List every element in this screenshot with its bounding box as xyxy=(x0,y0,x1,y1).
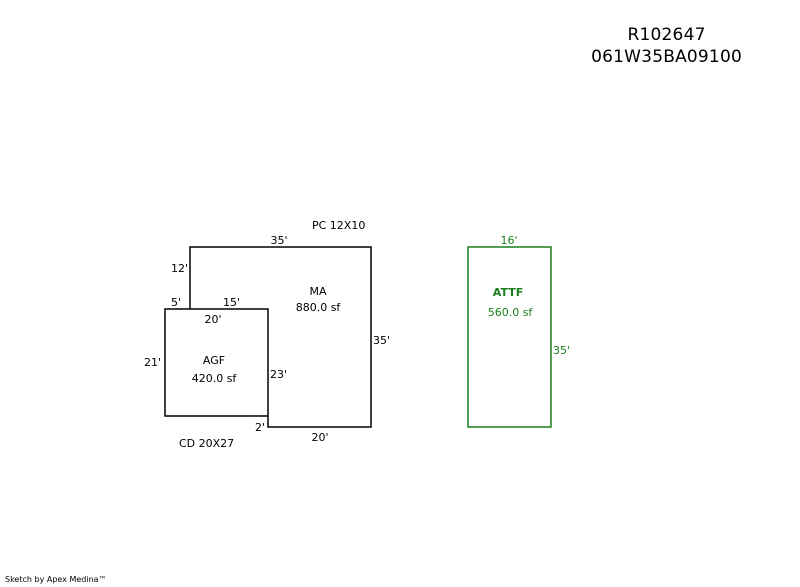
ma-outline xyxy=(189,246,372,428)
attf-label: ATTF xyxy=(493,286,523,299)
dim-ma-bottom: 20' xyxy=(311,431,328,444)
attf-area: 560.0 sf xyxy=(488,306,534,319)
map-tax-lot: 061W35BA09100 xyxy=(591,47,742,67)
ma-label: MA xyxy=(309,285,326,298)
dim-attf-top: 16' xyxy=(500,234,517,247)
cd-annotation: CD 20X27 xyxy=(179,437,234,450)
dim-ma-bottom-step: 2' xyxy=(255,421,265,434)
ma-area: 880.0 sf xyxy=(296,301,342,314)
agf-area: 420.0 sf xyxy=(192,372,238,385)
dim-ma-step: 15' xyxy=(223,296,240,309)
dim-ma-left-upper: 12' xyxy=(171,262,188,275)
dim-ma-right: 35' xyxy=(373,334,390,347)
agf-outline xyxy=(164,308,269,417)
dim-ma-top: 35' xyxy=(270,234,287,247)
dim-agf-left: 21' xyxy=(144,356,161,369)
dim-ma-lower-right: 23' xyxy=(270,368,287,381)
dim-ma-left-lower: 5' xyxy=(171,296,181,309)
agf-label: AGF xyxy=(203,354,225,367)
parcel-header: R102647 061W35BA09100 xyxy=(591,24,742,68)
dim-agf-top: 20' xyxy=(204,313,221,326)
attf-outline xyxy=(467,246,552,428)
dim-attf-right: 35' xyxy=(553,344,570,357)
account-number: R102647 xyxy=(627,25,706,45)
pc-annotation: PC 12X10 xyxy=(312,219,365,232)
sketch-credit: Sketch by Apex Medina™ xyxy=(5,575,107,584)
